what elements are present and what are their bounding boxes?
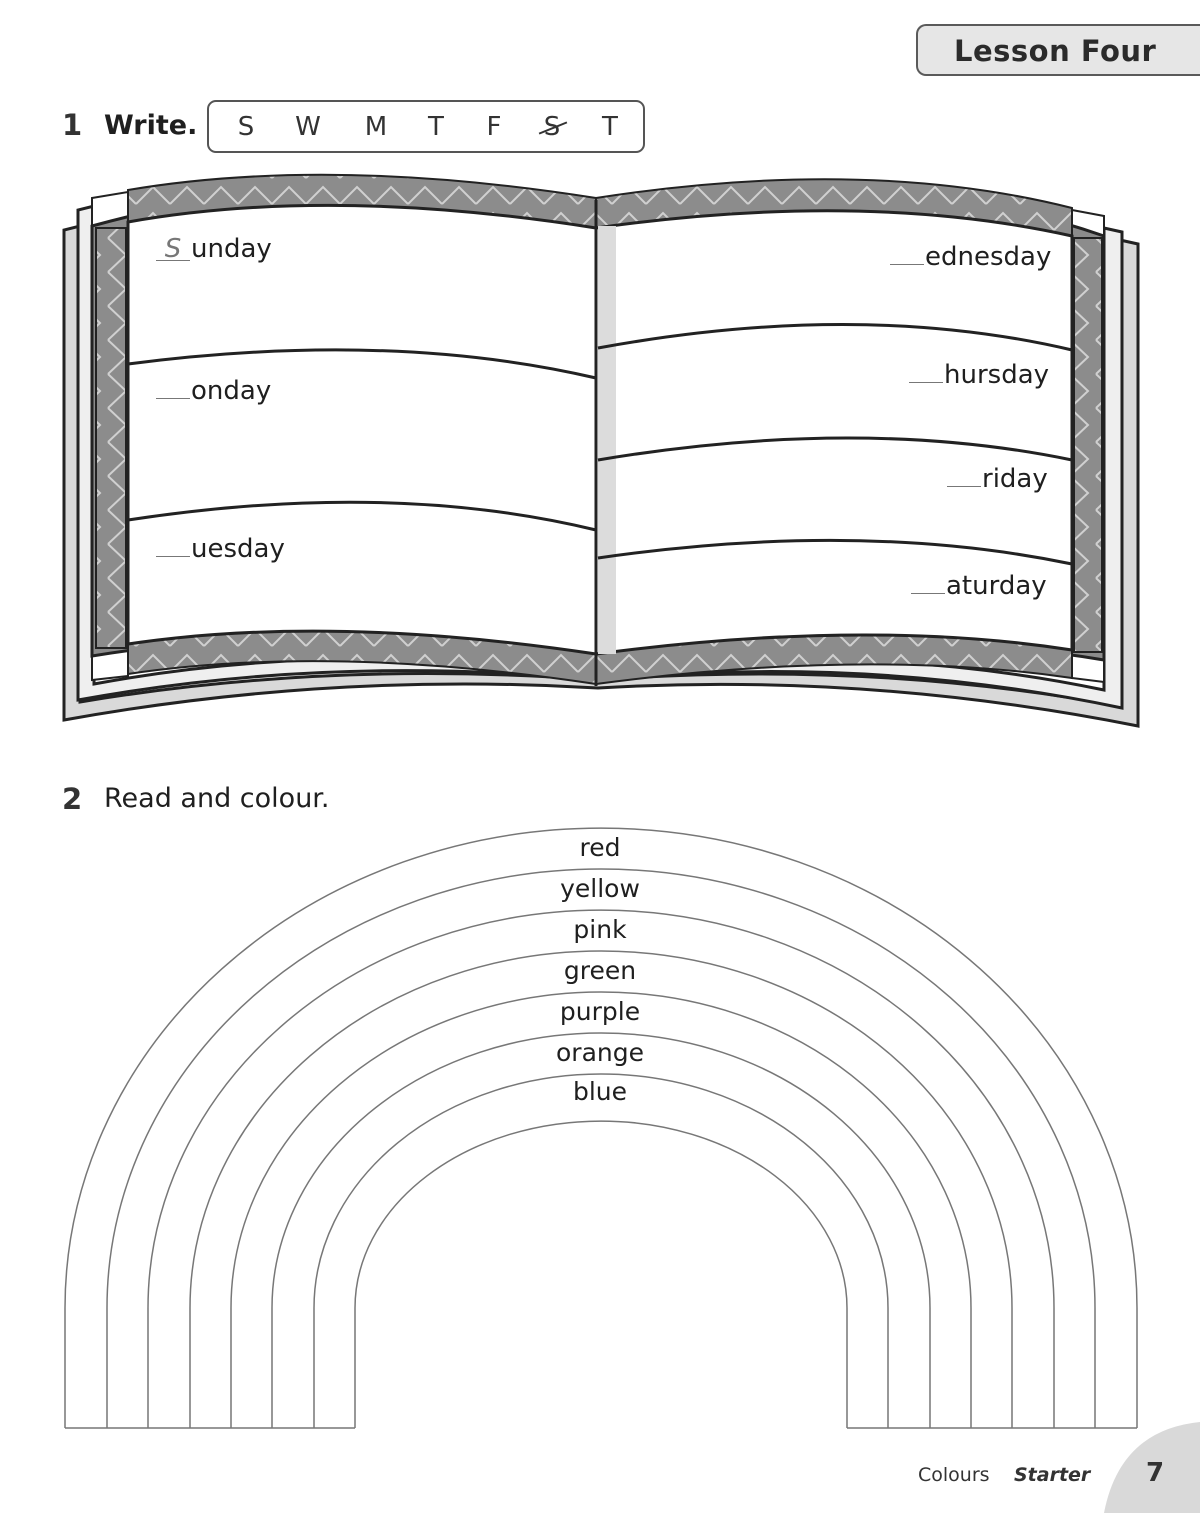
footer-level: Starter xyxy=(1014,1464,1091,1486)
day-ending: ednesday xyxy=(925,242,1052,272)
day-ending: aturday xyxy=(946,571,1047,601)
footer-topic: Colours xyxy=(918,1464,990,1486)
exercise-2-title: Read and colour. xyxy=(104,783,330,814)
day-ending: hursday xyxy=(944,360,1050,390)
day-saturday: aturday xyxy=(911,571,1047,601)
day-ending: uesday xyxy=(191,534,285,564)
rainbow-band-label: yellow xyxy=(560,874,640,903)
day-ending: onday xyxy=(191,376,272,406)
rainbow-band-label: blue xyxy=(572,1077,628,1106)
day-wednesday: ednesday xyxy=(890,242,1051,272)
letter-bank: S W M T F S T xyxy=(207,100,645,153)
answer-blank[interactable] xyxy=(911,571,945,594)
rainbow-arc xyxy=(147,909,1055,1428)
lesson-title: Lesson Four xyxy=(954,34,1157,68)
day-ending: unday xyxy=(191,234,272,264)
exercise-2-number: 2 xyxy=(62,782,83,816)
answer-blank[interactable] xyxy=(947,464,981,487)
day-tuesday: uesday xyxy=(156,534,285,564)
day-ending: riday xyxy=(982,464,1048,494)
letter-bank-item: T xyxy=(602,112,618,142)
day-friday: riday xyxy=(947,464,1048,494)
letter-bank-item: T xyxy=(428,112,444,142)
rainbow-band-label: orange xyxy=(556,1038,644,1067)
lesson-tab: Lesson Four xyxy=(916,24,1200,76)
answer-blank[interactable] xyxy=(156,376,190,399)
day-monday: onday xyxy=(156,376,271,406)
rainbow-band-label: red xyxy=(579,833,621,862)
answer-blank[interactable] xyxy=(909,360,943,383)
rainbow-band-label: green xyxy=(563,956,637,985)
answer-blank[interactable] xyxy=(890,242,924,265)
page-number: 7 xyxy=(1146,1458,1165,1488)
letter-bank-item: F xyxy=(486,112,502,142)
rainbow-arc xyxy=(354,1120,848,1428)
letter-bank-item: W xyxy=(295,112,321,142)
answer-blank[interactable] xyxy=(156,534,190,557)
day-thursday: hursday xyxy=(909,360,1049,390)
exercise-1-number: 1 xyxy=(62,108,83,142)
open-book-illustration xyxy=(62,173,1140,728)
rainbow-band-label: purple xyxy=(559,997,641,1026)
letter-bank-item-crossed: S xyxy=(537,112,567,142)
rainbow-arc xyxy=(106,868,1096,1428)
rainbow-arc xyxy=(313,1073,889,1428)
rainbow-band-label: pink xyxy=(573,915,627,944)
exercise-1-title: Write. xyxy=(104,110,198,141)
letter-bank-item: M xyxy=(364,112,388,142)
letter-bank-item: S xyxy=(237,112,255,142)
answer-blank[interactable]: S xyxy=(156,236,190,262)
